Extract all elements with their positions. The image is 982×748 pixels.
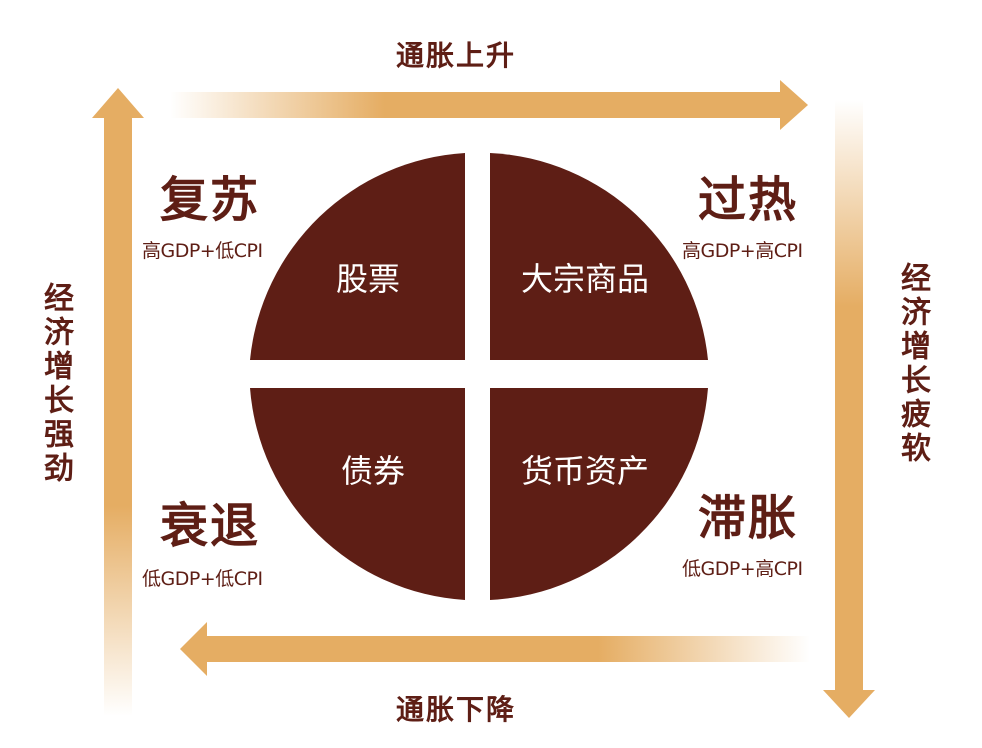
arrow-top-inflation-rising <box>170 80 808 130</box>
condition-recession: 低GDP+低CPI <box>142 568 263 590</box>
right-arrow-label: 经济增长疲软 <box>895 262 930 466</box>
phase-recovery: 复苏 <box>160 172 261 228</box>
asset-commodities: 大宗商品 <box>520 260 649 298</box>
arrow-bottom-inflation-falling <box>180 622 810 676</box>
top-arrow-label: 通胀上升 <box>396 39 517 72</box>
left-arrow-label: 经济增长强劲 <box>38 282 73 486</box>
condition-overheat: 高GDP+高CPI <box>682 240 803 262</box>
condition-stagflation: 低GDP+高CPI <box>682 558 803 580</box>
asset-cash: 货币资产 <box>520 452 649 490</box>
phase-overheat: 过热 <box>698 172 799 228</box>
quadrant-bottom-right <box>490 388 708 600</box>
bottom-arrow-label: 通胀下降 <box>396 693 517 726</box>
phase-recession: 衰退 <box>160 498 261 554</box>
asset-stocks: 股票 <box>335 260 400 298</box>
quadrant-bottom-left <box>250 388 465 600</box>
arrow-right-growth-weakening <box>823 100 875 718</box>
asset-bonds: 债券 <box>340 452 405 490</box>
asset-circle <box>250 153 708 600</box>
quadrant-top-right <box>490 153 708 360</box>
quadrant-top-left <box>250 153 465 360</box>
phase-stagflation: 滞胀 <box>698 490 799 546</box>
arrow-left-growth-strong <box>92 88 144 716</box>
condition-recovery: 高GDP+低CPI <box>142 240 263 262</box>
